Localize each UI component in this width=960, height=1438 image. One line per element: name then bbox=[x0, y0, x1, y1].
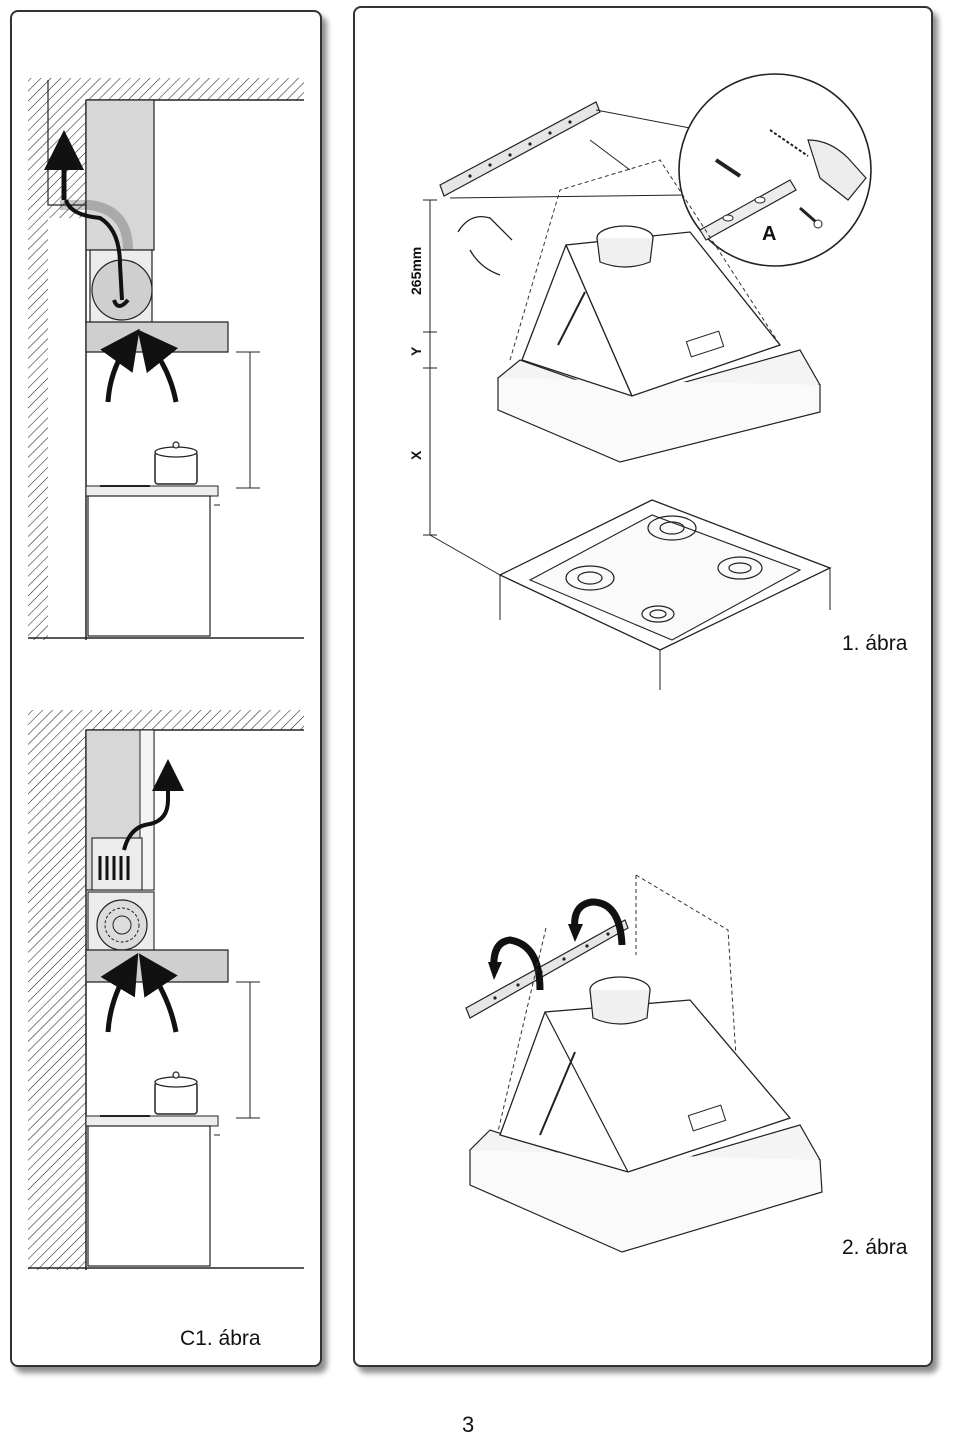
figure-c1-caption: C1. ábra bbox=[180, 1327, 261, 1350]
page-number: 3 bbox=[462, 1412, 475, 1437]
recirculation-diagram bbox=[28, 710, 304, 1270]
hood-hanging-diagram bbox=[465, 874, 823, 1253]
part-a-label: A bbox=[762, 223, 776, 245]
ducted-extraction-diagram bbox=[28, 78, 304, 640]
installation-diagram: A 265mm Y X bbox=[408, 73, 872, 690]
dimension-x-label: X bbox=[408, 450, 424, 460]
figure-2-caption: 2. ábra bbox=[842, 1236, 908, 1259]
figure-1-caption: 1. ábra bbox=[842, 632, 908, 655]
dimension-y-label: Y bbox=[408, 346, 424, 356]
dimension-265-label: 265mm bbox=[408, 247, 424, 295]
